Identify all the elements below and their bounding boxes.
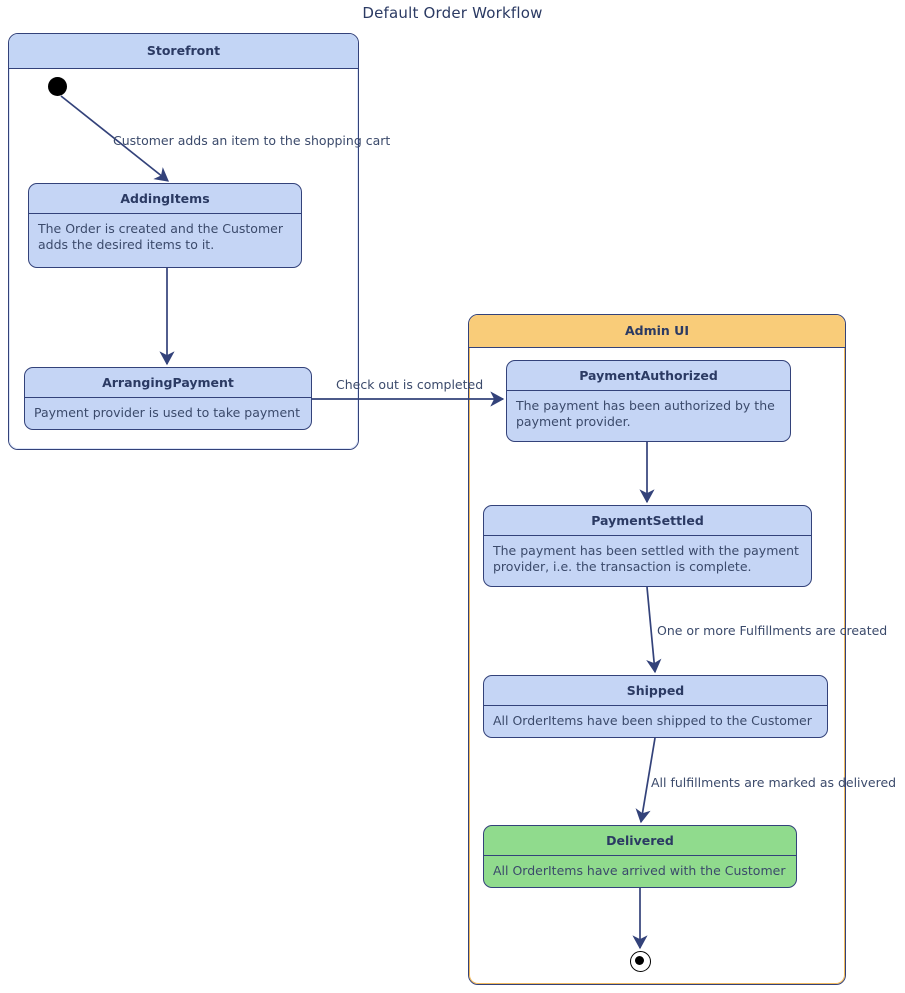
state-arrangingpayment-description: Payment provider is used to take payment (34, 405, 300, 420)
page-title: Default Order Workflow (362, 4, 543, 22)
container-admin-ui-body (469, 348, 845, 984)
edge-label-check-out-completed: Check out is completed (336, 377, 484, 392)
edge-label-fulfillments-delivered: All fulfillments are marked as delivered (651, 775, 897, 790)
state-arrangingpayment[interactable]: ArrangingPayment Payment provider is use… (24, 367, 312, 430)
state-addingitems-name: AddingItems (29, 184, 301, 214)
final-state-node[interactable] (630, 951, 651, 972)
state-paymentsettled[interactable]: PaymentSettled The payment has been sett… (483, 505, 812, 587)
container-admin-ui-label: Admin UI (469, 315, 845, 348)
state-shipped-description: All OrderItems have been shipped to the … (493, 713, 812, 728)
state-addingitems[interactable]: AddingItems The Order is created and the… (28, 183, 302, 268)
state-shipped-name: Shipped (484, 676, 827, 706)
state-delivered[interactable]: Delivered All OrderItems have arrived wi… (483, 825, 797, 888)
state-paymentsettled-name: PaymentSettled (484, 506, 811, 536)
state-delivered-name: Delivered (484, 826, 796, 856)
edge-label-fulfillments-created: One or more Fulfillments are created (657, 623, 888, 638)
state-shipped[interactable]: Shipped All OrderItems have been shipped… (483, 675, 828, 738)
state-paymentauthorized-name: PaymentAuthorized (507, 361, 790, 391)
state-delivered-description: All OrderItems have arrived with the Cus… (493, 863, 786, 878)
state-addingitems-description: The Order is created and the Customer ad… (38, 221, 283, 252)
state-paymentauthorized-description: The payment has been authorized by the p… (516, 398, 775, 429)
initial-state-node[interactable] (48, 77, 67, 96)
edge-label-customer-adds-item: Customer adds an item to the shopping ca… (113, 133, 391, 148)
state-paymentauthorized[interactable]: PaymentAuthorized The payment has been a… (506, 360, 791, 442)
state-arrangingpayment-name: ArrangingPayment (25, 368, 311, 398)
container-storefront-label: Storefront (9, 34, 358, 69)
state-paymentsettled-description: The payment has been settled with the pa… (493, 543, 799, 574)
